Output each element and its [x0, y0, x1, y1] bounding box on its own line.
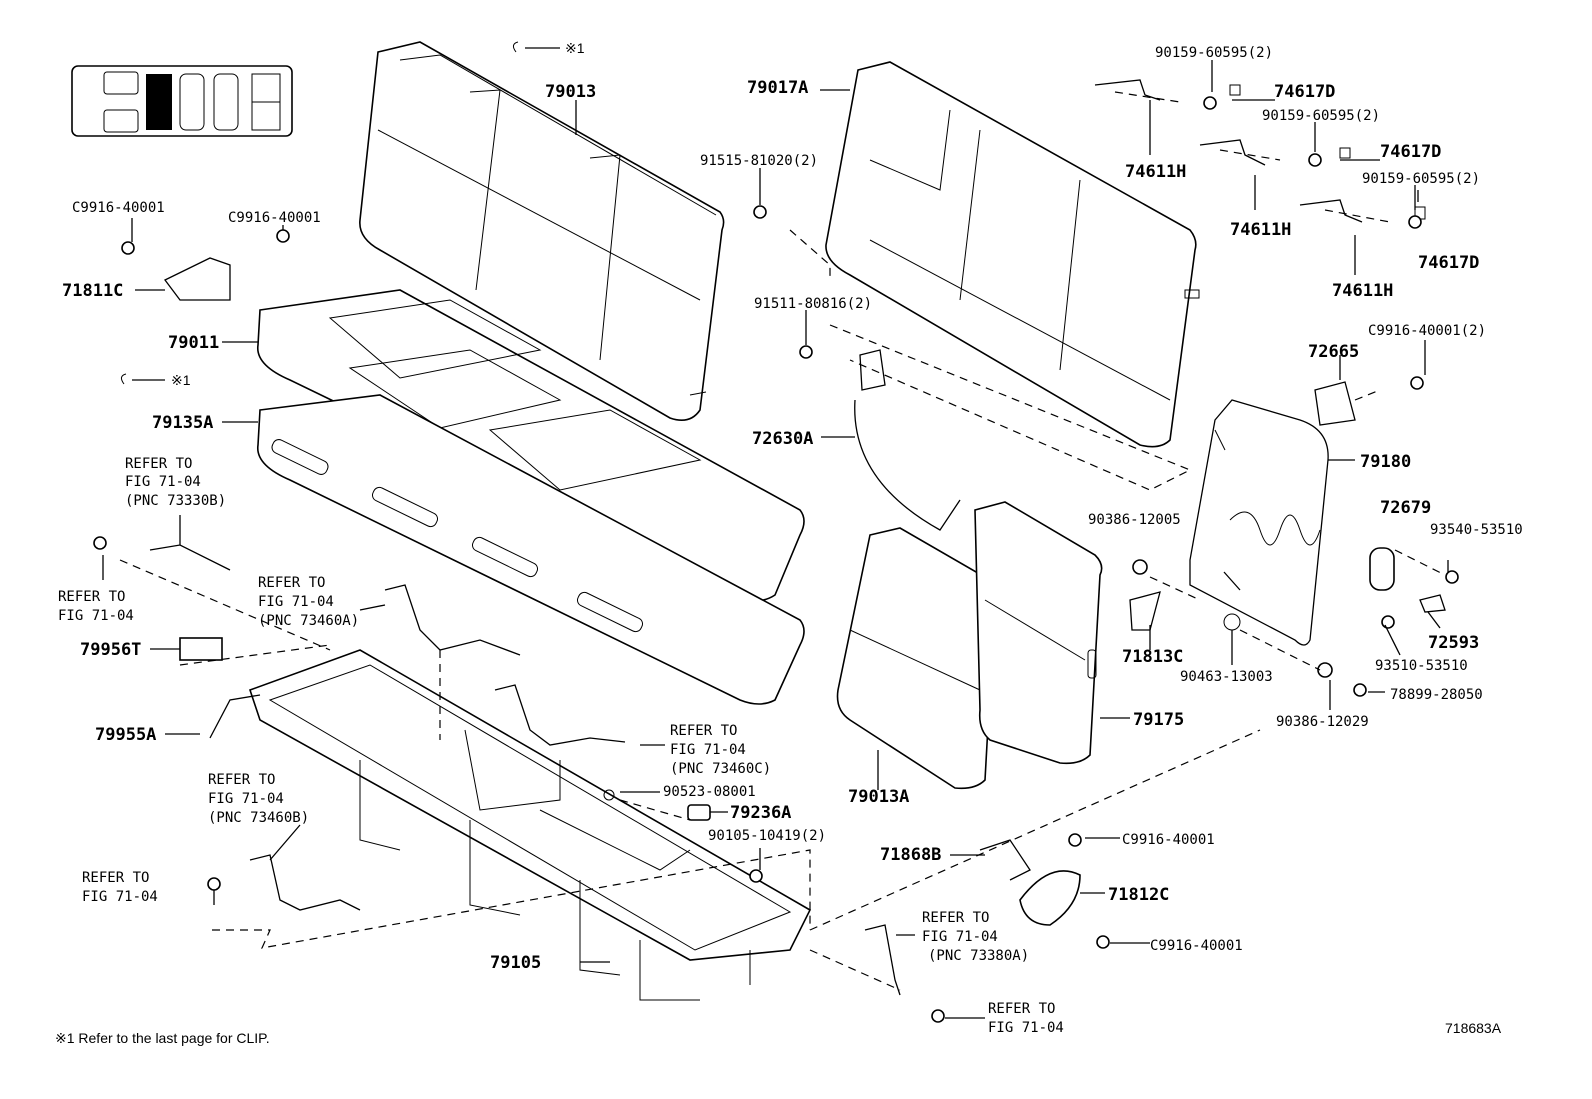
part-label-l14: C9916-40001	[228, 210, 321, 226]
part-label-l32: FIG 71-04	[258, 594, 334, 610]
part-label-l41: REFER TO	[670, 723, 737, 739]
part-label-l28: 93540-53510	[1430, 522, 1523, 538]
part-label-l11: 74611H	[1332, 281, 1393, 301]
dashed-leaders	[119, 91, 1446, 991]
part-label-l05: 90159-60595(2)	[1262, 108, 1380, 124]
part-label-l47: FIG 71-04	[208, 791, 284, 807]
part-label-l25: (PNC 73330B)	[125, 493, 226, 509]
footnote: ※1 Refer to the last page for CLIP.	[55, 1030, 270, 1046]
seat-frame-79105	[248, 649, 812, 1001]
part-label-l59: FIG 71-04	[922, 929, 998, 945]
seatback-cover-79175	[974, 501, 1103, 765]
part-label-l04: 74617D	[1274, 82, 1335, 102]
part-label-l33: (PNC 73460A)	[258, 613, 359, 629]
part-label-l12: 91515-81020(2)	[700, 153, 818, 169]
part-label-l53: C9916-40001	[1122, 832, 1215, 848]
part-label-l58: REFER TO	[922, 910, 989, 926]
part-label-l37: 93510-53510	[1375, 658, 1468, 674]
part-label-l64: FIG 71-04	[988, 1020, 1064, 1036]
part-label-l62: 79105	[490, 953, 541, 973]
split-seatback-79017A	[825, 61, 1200, 448]
part-label-l13: C9916-40001	[72, 200, 165, 216]
part-label-l43: (PNC 73460C)	[670, 761, 771, 777]
cushion-pad-79135A	[257, 394, 805, 705]
clip-ref-top: ※1	[565, 40, 585, 56]
part-label-l06: 74617D	[1380, 142, 1441, 162]
hardware-glyphs	[93, 79, 1459, 1023]
part-label-l61: C9916-40001	[1150, 938, 1243, 954]
clip-symbols	[120, 41, 519, 385]
part-label-l23: REFER TO	[125, 456, 192, 472]
part-label-l40: 79955A	[95, 725, 156, 745]
part-label-l51: 79013A	[848, 787, 909, 807]
diagram-code: 718683A	[1445, 1020, 1502, 1036]
part-label-l03: 90159-60595(2)	[1155, 45, 1273, 61]
part-label-l27: 72679	[1380, 498, 1431, 518]
part-label-l02: 79017A	[747, 78, 808, 98]
part-label-l34: 71813C	[1122, 647, 1183, 667]
part-label-l08: 90159-60595(2)	[1362, 171, 1480, 187]
part-label-l49: 90523-08001	[663, 784, 756, 800]
part-label-l15: 71811C	[62, 281, 123, 301]
part-label-l63: REFER TO	[988, 1001, 1055, 1017]
part-label-l19: 72665	[1308, 342, 1359, 362]
seatback-79013A	[836, 527, 997, 790]
seat-location-key	[71, 65, 293, 137]
part-labels: 79013 79017A 90159-60595(2) 74617D 90159-605…	[58, 45, 1523, 1036]
part-label-l45: 90386-12029	[1276, 714, 1369, 730]
part-label-l60: (PNC 73380A)	[928, 948, 1029, 964]
part-label-l31: REFER TO	[258, 575, 325, 591]
part-label-l09: 74611H	[1230, 220, 1291, 240]
part-label-l56: REFER TO	[82, 870, 149, 886]
part-label-l24: FIG 71-04	[125, 474, 201, 490]
part-label-l44: 79175	[1133, 710, 1184, 730]
part-label-l35: 72593	[1428, 633, 1479, 653]
part-label-l18: C9916-40001(2)	[1368, 323, 1486, 339]
part-label-l26: 90386-12005	[1088, 512, 1181, 528]
seatback-frame-79180	[1189, 399, 1329, 646]
solid-leaders	[102, 47, 1449, 1019]
part-label-l50: 79236A	[730, 803, 791, 823]
part-label-l48: (PNC 73460B)	[208, 810, 309, 826]
part-label-l36: 79956T	[80, 640, 141, 660]
part-label-l55: 71812C	[1108, 885, 1169, 905]
part-label-l39: 78899-28050	[1390, 687, 1483, 703]
part-label-l17: 91511-80816(2)	[754, 296, 872, 312]
part-label-l07: 74611H	[1125, 162, 1186, 182]
part-label-l20: 79135A	[152, 413, 213, 433]
rear-seatback-79013	[359, 41, 725, 421]
part-label-l46: REFER TO	[208, 772, 275, 788]
part-label-l30: FIG 71-04	[58, 608, 134, 624]
part-label-l42: FIG 71-04	[670, 742, 746, 758]
clip-ref-left: ※1	[171, 372, 191, 388]
part-label-l38: 90463-13003	[1180, 669, 1273, 685]
part-label-l16: 79011	[168, 333, 219, 353]
part-label-l10: 74617D	[1418, 253, 1479, 273]
part-label-l21: 72630A	[752, 429, 813, 449]
part-label-l52: 90105-10419(2)	[708, 828, 826, 844]
part-label-l54: 71868B	[880, 845, 941, 865]
part-label-l29: REFER TO	[58, 589, 125, 605]
part-label-l57: FIG 71-04	[82, 889, 158, 905]
part-label-l01: 79013	[545, 82, 596, 102]
part-label-l22: 79180	[1360, 452, 1411, 472]
